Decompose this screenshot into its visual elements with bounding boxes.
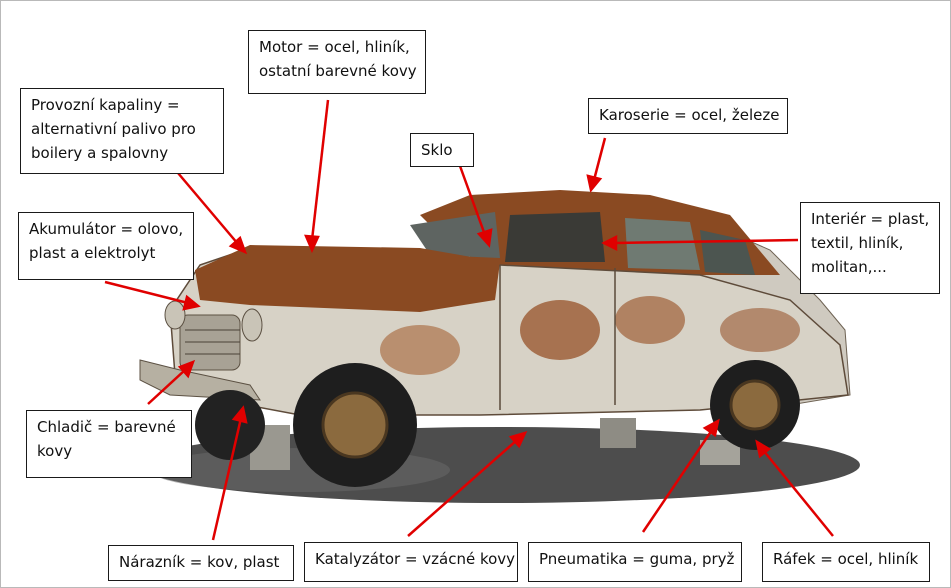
label-pneumatika: Pneumatika = guma, pryž — [528, 542, 742, 582]
label-line: Akumulátor = olovo, — [29, 220, 184, 238]
headlight — [241, 308, 263, 342]
label-line: Nárazník = kov, plast — [119, 553, 280, 571]
label-line: plast a elektrolyt — [29, 244, 156, 262]
label-line: alternativní palivo pro — [31, 120, 196, 138]
label-line: molitan,... — [811, 258, 887, 276]
label-line: ostatní barevné kovy — [259, 62, 417, 80]
label-rafek: Ráfek = ocel, hliník — [762, 542, 930, 582]
label-katalyzator: Katalyzátor = vzácné kovy — [304, 542, 518, 582]
label-line: Katalyzátor = vzácné kovy — [315, 550, 516, 568]
label-provozni-kapaliny: Provozní kapaliny = alternativní palivo … — [20, 88, 224, 174]
label-karoserie: Karoserie = ocel, železe — [588, 98, 788, 134]
rear-rim — [729, 379, 781, 431]
label-chladic: Chladič = barevné kovy — [26, 410, 192, 478]
label-naraznik: Nárazník = kov, plast — [108, 545, 294, 581]
label-akumulator: Akumulátor = olovo, plast a elektrolyt — [18, 212, 194, 280]
label-line: Sklo — [421, 141, 453, 159]
label-line: Ráfek = ocel, hliník — [773, 550, 919, 568]
windshield — [410, 212, 500, 258]
label-motor: Motor = ocel, hliník, ostatní barevné ko… — [248, 30, 426, 94]
label-line: Provozní kapaliny = — [31, 96, 180, 114]
front-rim — [321, 391, 389, 459]
label-line: Pneumatika = guma, pryž — [539, 550, 735, 568]
label-line: Motor = ocel, hliník, — [259, 38, 410, 56]
support-block — [600, 418, 636, 448]
label-line: textil, hliník, — [811, 234, 904, 252]
label-line: boilery a spalovny — [31, 144, 169, 162]
arrows — [104, 99, 834, 541]
rear-front-wheel — [195, 390, 265, 460]
label-line: kovy — [37, 442, 73, 460]
rear-window — [505, 212, 605, 262]
label-line: Interiér = plast, — [811, 210, 930, 228]
label-line: Chladič = barevné — [37, 418, 176, 436]
side-window — [625, 218, 700, 270]
label-sklo: Sklo — [410, 133, 474, 167]
label-interier: Interiér = plast, textil, hliník, molita… — [800, 202, 940, 294]
hood — [195, 245, 500, 312]
label-line: Karoserie = ocel, železe — [599, 106, 780, 124]
headlight — [164, 300, 186, 330]
